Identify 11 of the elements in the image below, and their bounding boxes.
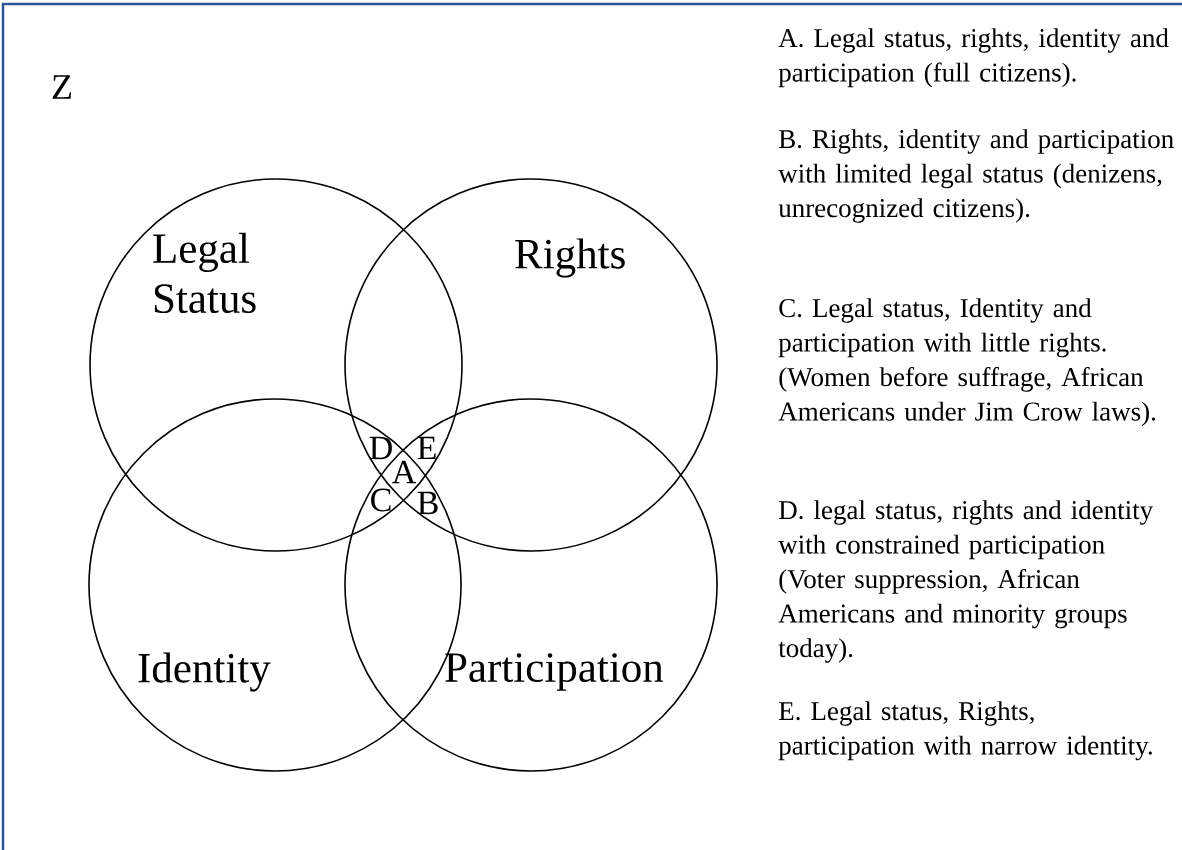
description-text: A. Legal status, rights, identity and participation (full citizens).	[778, 28, 1169, 88]
region-letter: E	[417, 436, 436, 460]
letter-label: Z	[52, 75, 72, 99]
description-text: B. Rights, identity and participation with limited legal status (denizens, unrecognized citizens).	[778, 129, 1174, 223]
region-letter: C	[371, 488, 391, 512]
description-text: C. Legal status, Identity and participation with little rights. (Women before suffrage, African Americans under Jim Crow laws).	[778, 298, 1156, 427]
region-letter: D	[369, 436, 392, 460]
description-text: E. Legal status, Rights, participation with narrow identity.	[778, 701, 1152, 761]
region-letter: B	[417, 491, 438, 515]
region-letter: A	[392, 460, 417, 484]
description-text: D. legal status, rights and identity with constrained participation (Voter suppression, African Americans and minority groups today).	[778, 500, 1154, 663]
